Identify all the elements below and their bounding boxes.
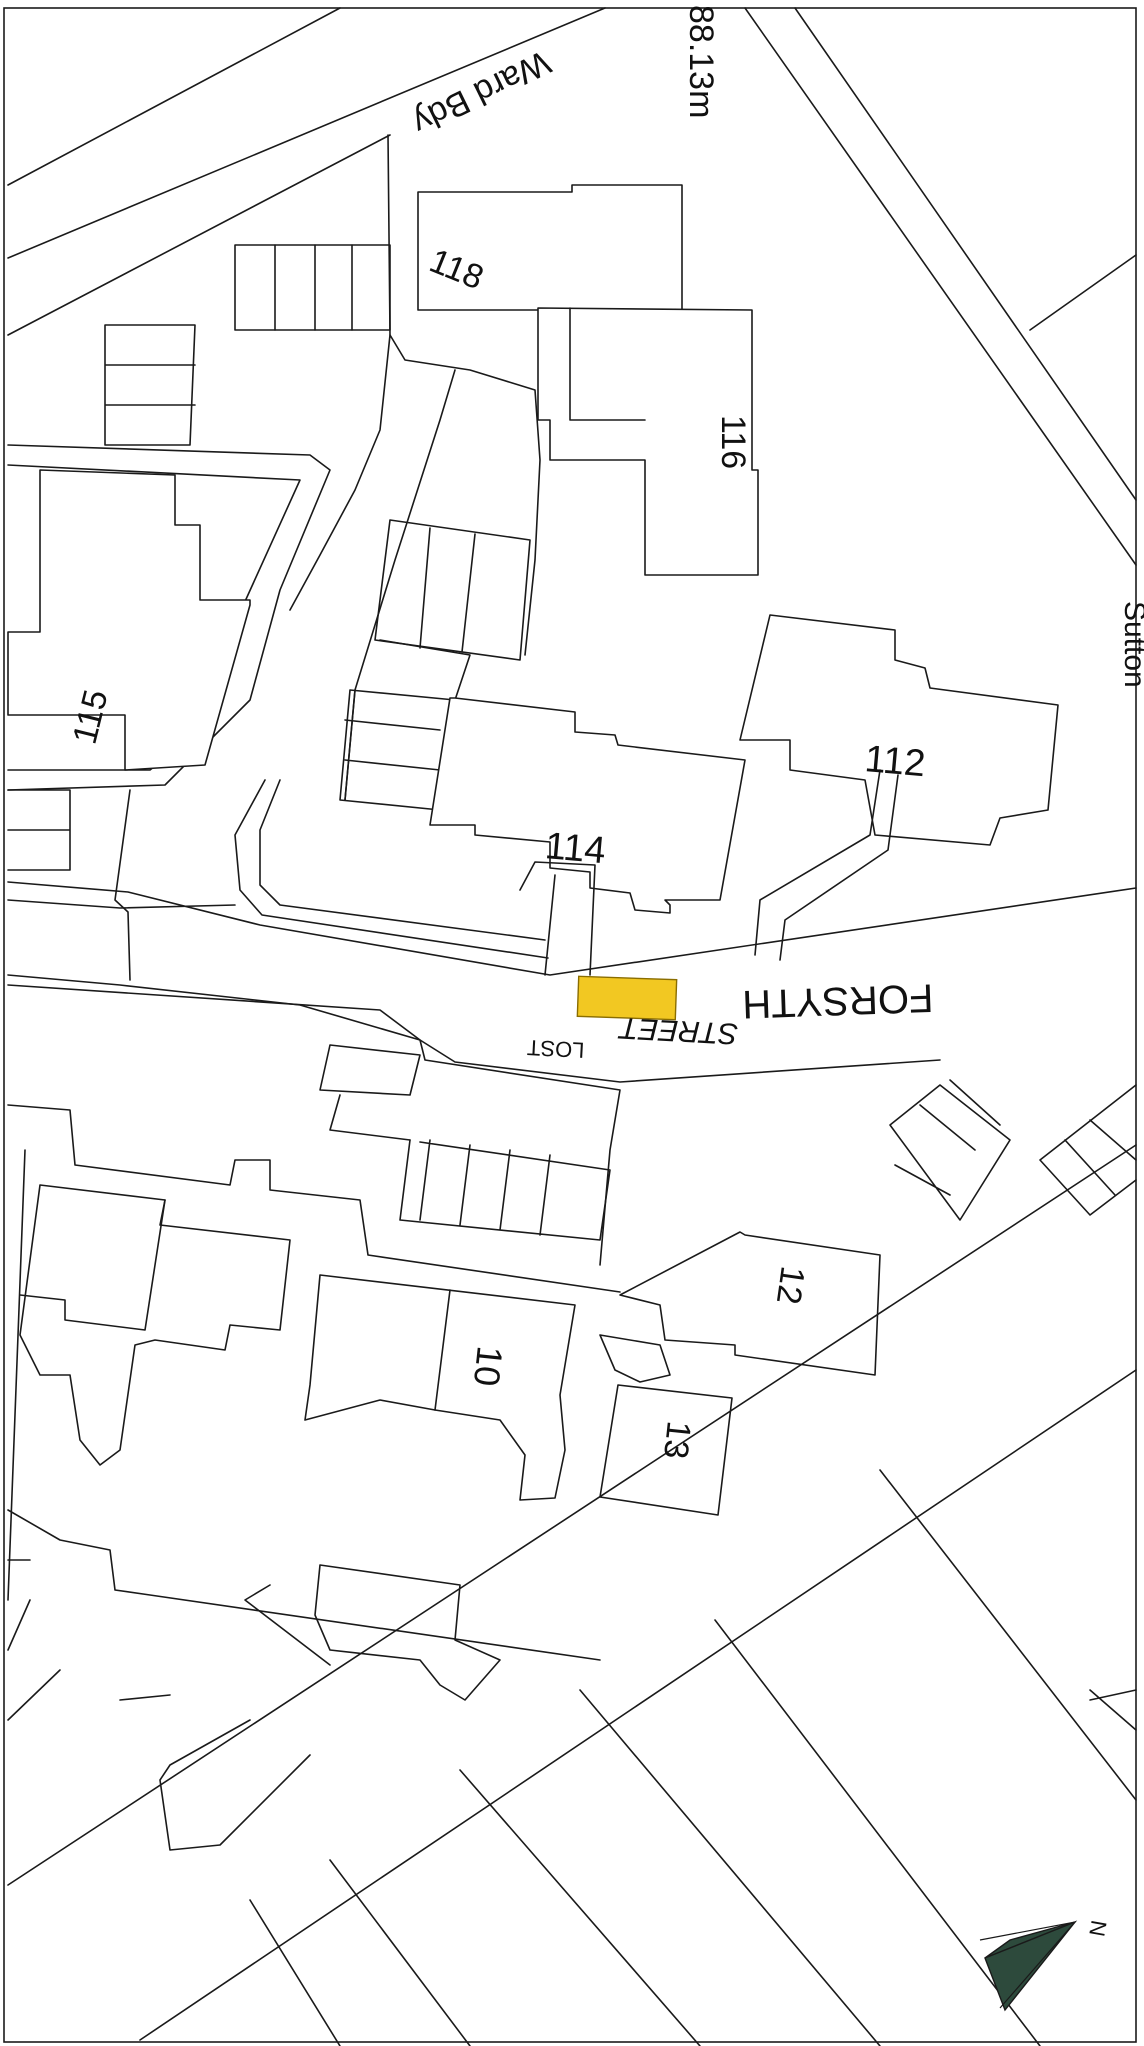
building-13 xyxy=(599,1334,733,1516)
building-116 xyxy=(537,307,759,576)
house-number-13: 13 xyxy=(656,1419,698,1461)
house-number-10: 10 xyxy=(466,1344,511,1388)
highlighted-site xyxy=(576,975,678,1021)
street-name-street: STREET xyxy=(616,1011,739,1050)
lamp-post-label: LOST xyxy=(526,1035,585,1063)
garage-block-central xyxy=(339,519,531,811)
ward-boundary-label: Ward Bdy xyxy=(407,43,557,142)
street-name-partial: Sutton xyxy=(1118,601,1144,688)
northeast-road xyxy=(744,7,1137,566)
house-number-112: 112 xyxy=(863,738,927,785)
house-number-116: 116 xyxy=(714,415,752,469)
street-name-forsyth: FORSYTH xyxy=(742,975,935,1026)
building-10-west xyxy=(19,1184,291,1466)
building-112 xyxy=(739,614,1059,961)
building-115 xyxy=(7,469,251,871)
south-parcels xyxy=(7,1144,1137,2046)
building-12 xyxy=(619,1231,881,1376)
spot-height-label: 88.13m xyxy=(682,5,720,118)
northwest-road xyxy=(7,7,606,336)
house-number-114: 114 xyxy=(543,825,607,872)
building-118 xyxy=(234,184,683,331)
building-114-driveway xyxy=(234,779,549,959)
north-arrow: N xyxy=(979,1918,1112,2012)
building-10 xyxy=(304,1274,576,1501)
house-number-12: 12 xyxy=(769,1264,812,1307)
garage-block-east xyxy=(889,1079,1137,1221)
map-frame xyxy=(3,7,1137,2043)
south-plots xyxy=(7,984,621,1601)
north-arrow-label: N xyxy=(1084,1918,1111,1938)
